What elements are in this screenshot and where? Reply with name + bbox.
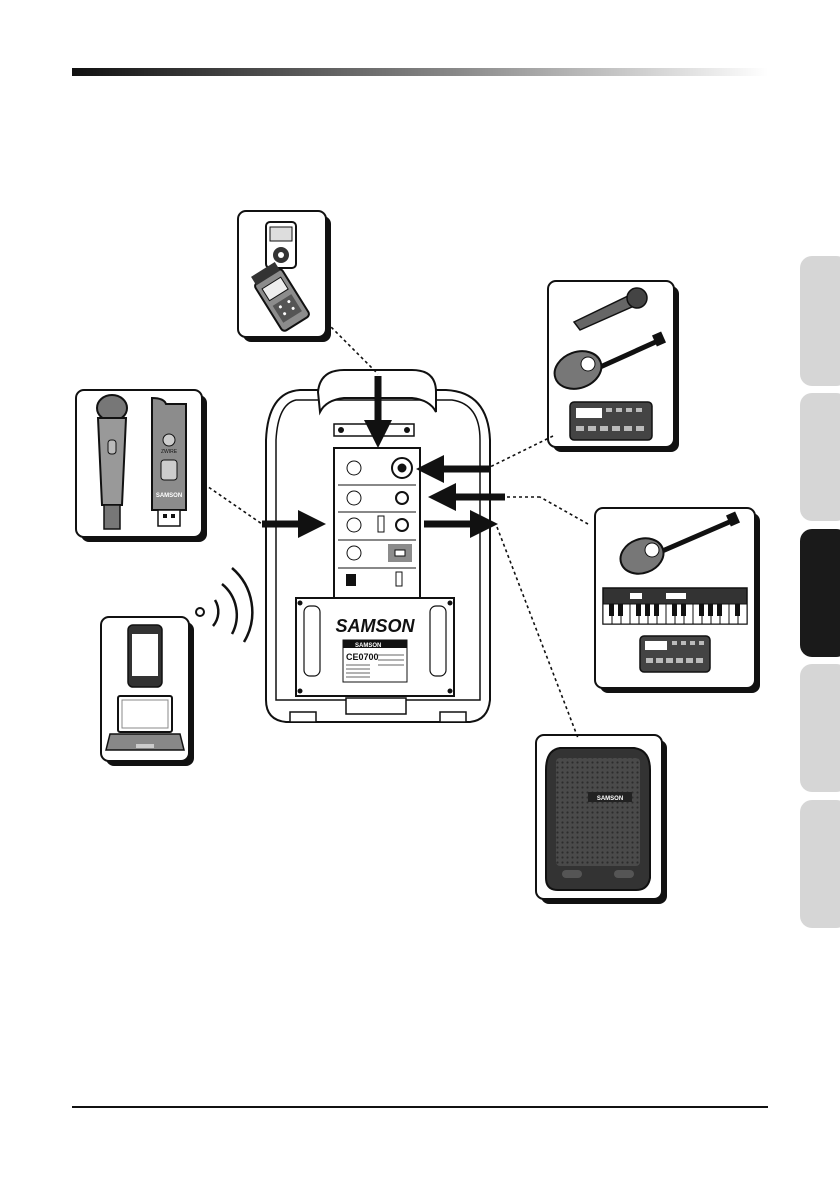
side-tab-5[interactable] xyxy=(800,800,840,928)
volume-knob-2[interactable] xyxy=(347,491,361,505)
device-line-instruments xyxy=(595,508,760,693)
spec-label-brand: SAMSON xyxy=(355,643,381,649)
volume-knob-4[interactable] xyxy=(347,546,361,560)
device-wireless-mic-kit: ZWIRE SAMSON xyxy=(76,390,207,542)
side-tab-1[interactable] xyxy=(800,256,840,386)
drum-machine-icon xyxy=(640,636,710,672)
laptop-icon xyxy=(106,696,184,750)
keyboard-icon xyxy=(603,588,747,624)
volume-knob-1[interactable] xyxy=(347,461,361,475)
footer-rule xyxy=(72,1106,768,1108)
line-input-jack[interactable] xyxy=(396,492,408,504)
receiver-brand: SAMSON xyxy=(156,493,182,499)
device-mp3-player-recorder xyxy=(238,211,331,342)
device-mic-and-instruments xyxy=(548,281,679,452)
drum-machine-icon xyxy=(570,402,652,440)
speaker-cabinet-icon: SAMSON xyxy=(546,748,650,890)
extension-speaker-logo: SAMSON xyxy=(597,796,623,802)
volume-knob-3[interactable] xyxy=(347,518,361,532)
spec-label-cert: CE0700 xyxy=(346,652,379,662)
side-tabs xyxy=(800,256,840,928)
speaker-logo: SAMSON xyxy=(335,616,415,636)
side-tab-2[interactable] xyxy=(800,393,840,521)
media-player-icon xyxy=(266,222,296,268)
line-output-jack[interactable] xyxy=(396,519,408,531)
receiver-badge: ZWIRE xyxy=(161,449,178,455)
power-switch[interactable] xyxy=(346,574,356,586)
header-bar xyxy=(72,68,768,76)
device-extension-speaker: SAMSON xyxy=(536,735,667,904)
wireless-signal-icon xyxy=(196,568,252,642)
side-tab-3-active[interactable] xyxy=(800,529,840,657)
smartphone-icon xyxy=(128,625,162,687)
mode-switch[interactable] xyxy=(396,572,402,586)
usb-port[interactable] xyxy=(378,516,384,532)
side-tab-4[interactable] xyxy=(800,664,840,792)
usb-receiver-icon: ZWIRE SAMSON xyxy=(152,398,186,526)
device-bluetooth-sources xyxy=(101,617,194,766)
